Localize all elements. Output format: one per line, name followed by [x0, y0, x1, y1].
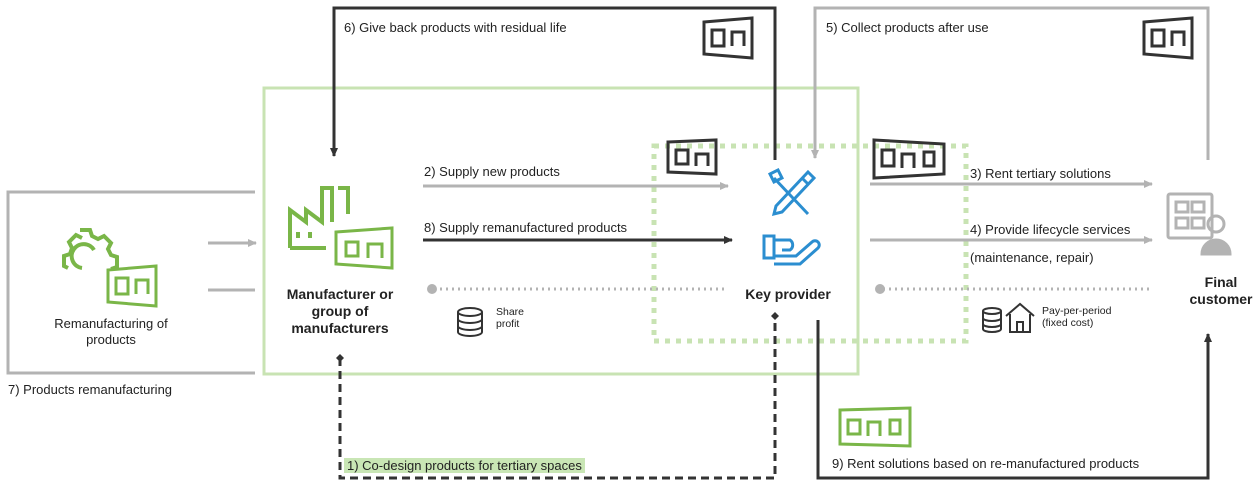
- gear-icon: [62, 228, 119, 271]
- flow-8-label: 8) Supply remanufactured products: [424, 220, 628, 235]
- flow-5-label: 5) Collect products after use: [826, 20, 989, 35]
- flow-1-arrow: [336, 312, 779, 480]
- office-person-icon: [1166, 192, 1232, 256]
- share-profit-label: Share profit: [496, 306, 525, 330]
- furniture-icon: [106, 264, 158, 308]
- flow-4-sublabel: (maintenance, repair): [970, 250, 1094, 265]
- furniture-icon: [872, 138, 946, 180]
- flow-5-arrow: [811, 6, 1210, 160]
- furniture-icon: [1142, 16, 1194, 60]
- factory-icon: [288, 186, 350, 250]
- flow-7-label: 7) Products remanufacturing: [8, 382, 173, 397]
- tools-icon: [767, 167, 817, 217]
- final-customer-label: Final customer: [1189, 274, 1253, 307]
- flow-6-label: 6) Give back products with residual life: [344, 20, 567, 35]
- coins-icon: [457, 307, 483, 337]
- house-icon: [1005, 302, 1035, 333]
- key-provider-label: Key provider: [745, 286, 831, 302]
- flow-1-text: 1) Co-design products for tertiary space…: [344, 458, 585, 473]
- furniture-icon: [838, 406, 912, 448]
- flow-9-label: 9) Rent solutions based on re-manufactur…: [832, 456, 1140, 471]
- key-provider-zone: [651, 143, 969, 344]
- furniture-icon: [702, 16, 754, 60]
- manufacturer-zone: [262, 86, 860, 376]
- coins-icon: [982, 307, 1002, 333]
- handshake-icon: [762, 234, 821, 266]
- flow-4-label: 4) Provide lifecycle services: [970, 222, 1131, 237]
- flow-1-label: 1) Co-design products for tertiary space…: [344, 458, 585, 474]
- manufacturer-label: Manufacturer or group of manufacturers: [286, 286, 394, 336]
- furniture-icon: [666, 138, 718, 176]
- flow-3-label: 3) Rent tertiary solutions: [970, 166, 1111, 181]
- furniture-icon: [334, 226, 394, 270]
- remanufacturing-bracket: [6, 190, 255, 375]
- pay-per-period-label: Pay-per-period: [1042, 305, 1112, 317]
- flow-2-label: 2) Supply new products: [424, 164, 560, 179]
- flow-9-arrow: [816, 320, 1212, 480]
- fixed-cost-label: (fixed cost): [1042, 317, 1094, 329]
- flow-6-arrow: [330, 6, 777, 160]
- remanufacturing-label: Remanufacturing of products: [54, 316, 168, 347]
